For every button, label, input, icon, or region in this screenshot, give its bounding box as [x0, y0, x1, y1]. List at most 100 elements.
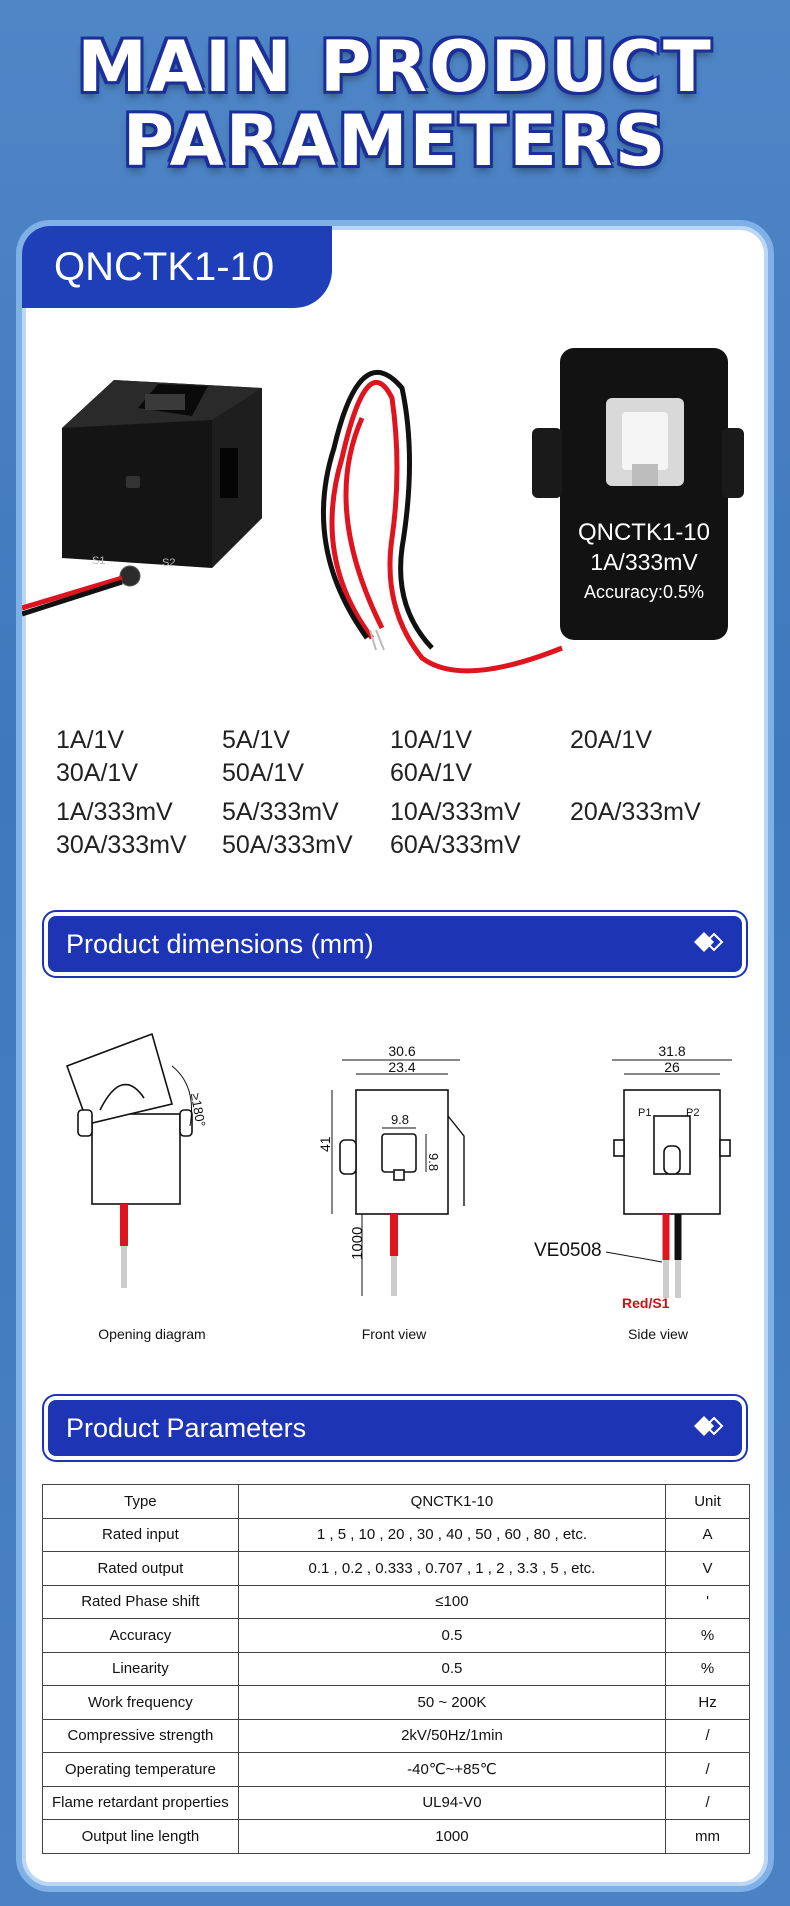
terminal-s1-label: S1	[92, 555, 105, 567]
ratings-row: 30A/1V 50A/1V 60A/1V	[56, 759, 756, 792]
ratings-row: 30A/333mV 50A/333mV 60A/333mV	[56, 831, 756, 864]
param-name-cell: Compressive strength	[42, 1718, 239, 1753]
param-value-cell: -40℃~+85℃	[237, 1752, 667, 1787]
param-value-cell: ≤100	[237, 1584, 667, 1619]
rating-item: 60A/333mV	[390, 831, 521, 859]
product-photo: S1 S2 QNCTK1-10 1A/333mV Accuracy:0.5%	[22, 348, 744, 674]
param-name-cell: Work frequency	[42, 1685, 239, 1720]
hero-title: MAIN PRODUCT PARAMETERS	[0, 30, 790, 178]
diamond-icon	[694, 1416, 724, 1436]
param-name-cell: Flame retardant properties	[42, 1785, 239, 1820]
rating-item: 20A/333mV	[570, 798, 701, 826]
param-value-cell: UL94-V0	[237, 1785, 667, 1820]
front-width-inner-label: 23.4	[388, 1059, 415, 1075]
rating-item: 10A/1V	[390, 726, 473, 754]
param-unit-cell: A	[665, 1517, 750, 1552]
param-unit-cell: '	[665, 1584, 750, 1619]
rating-item: 60A/1V	[390, 759, 473, 787]
model-tab: QNCTK1-10	[22, 226, 332, 308]
param-unit-cell: Hz	[665, 1685, 750, 1720]
front-height-label: 41	[317, 1136, 333, 1152]
params-section-header: Product Parameters	[44, 1396, 746, 1460]
hero-title-line1: MAIN PRODUCT	[77, 26, 713, 108]
table-row: Rated Phase shift≤100'	[42, 1584, 750, 1619]
param-value-cell: 2kV/50Hz/1min	[237, 1718, 667, 1753]
terminal-s2-label: S2	[162, 557, 175, 569]
label-model-text: QNCTK1-10	[578, 519, 710, 546]
front-view-diagram: 30.6 23.4 9.8 9.8 41 1000	[317, 1043, 465, 1296]
param-value-cell: 0.1 , 0.2 , 0.333 , 0.707 , 1 , 2 , 3.3 …	[237, 1551, 667, 1586]
param-name-cell: Rated output	[42, 1551, 239, 1586]
front-window-width-label: 9.8	[391, 1112, 409, 1127]
param-unit-cell: mm	[665, 1819, 750, 1854]
param-name-cell: Type	[42, 1484, 239, 1519]
param-unit-cell: /	[665, 1718, 750, 1753]
param-unit-cell: %	[665, 1618, 750, 1653]
front-view-caption: Front view	[361, 1326, 427, 1342]
param-name-cell: Rated Phase shift	[42, 1584, 239, 1619]
param-name-cell: Accuracy	[42, 1618, 239, 1653]
front-window-height-label: 9.8	[426, 1153, 441, 1171]
param-unit-cell: Unit	[665, 1484, 750, 1519]
rating-item: 30A/333mV	[56, 831, 187, 859]
rating-item: 5A/333mV	[222, 798, 339, 826]
rating-item: 30A/1V	[56, 759, 139, 787]
ratings-row: 1A/1V 5A/1V 10A/1V 20A/1V	[56, 726, 756, 759]
rating-item: 50A/1V	[222, 759, 305, 787]
rating-item: 10A/333mV	[390, 798, 521, 826]
hero-title-line2: PARAMETERS	[122, 100, 668, 182]
side-cable-label: VE0508	[534, 1240, 602, 1261]
side-wire-label: Red/S1	[622, 1295, 670, 1311]
param-unit-cell: /	[665, 1785, 750, 1820]
table-row: Operating temperature-40℃~+85℃/	[42, 1752, 750, 1787]
side-p2-label: P2	[686, 1107, 699, 1119]
dimensions-section-title: Product dimensions (mm)	[66, 929, 374, 959]
params-section-title: Product Parameters	[66, 1413, 307, 1443]
label-rating-text: 1A/333mV	[590, 549, 698, 575]
side-p1-label: P1	[638, 1107, 651, 1119]
side-view-diagram: P1 P2 31.8 26 VE0508 Red/S1	[534, 1043, 732, 1311]
lead-wires-image	[320, 369, 563, 674]
param-value-cell: 1 , 5 , 10 , 20 , 30 , 40 , 50 , 60 , 80…	[237, 1517, 667, 1552]
side-view-caption: Side view	[628, 1326, 688, 1342]
rating-item: 5A/1V	[222, 726, 291, 754]
param-unit-cell: /	[665, 1752, 750, 1787]
dimensions-section-header: Product dimensions (mm)	[44, 912, 746, 976]
rating-item: 20A/1V	[570, 726, 653, 754]
product-card: QNCTK1-10 S1 S2	[16, 220, 774, 1892]
rating-item: 50A/333mV	[222, 831, 353, 859]
rating-item: 1A/1V	[56, 726, 125, 754]
param-unit-cell: V	[665, 1551, 750, 1586]
rating-item: 1A/333mV	[56, 798, 173, 826]
param-name-cell: Output line length	[42, 1819, 239, 1854]
front-width-outer-label: 30.6	[388, 1043, 415, 1059]
param-value-cell: 0.5	[237, 1651, 667, 1686]
param-name-cell: Rated input	[42, 1517, 239, 1552]
sensor-right-image: QNCTK1-10 1A/333mV Accuracy:0.5%	[532, 348, 744, 640]
front-lead-length-label: 1000	[349, 1227, 366, 1260]
param-value-cell: 1000	[237, 1819, 667, 1854]
param-value-cell: 50 ~ 200K	[237, 1685, 667, 1720]
param-value-cell: 0.5	[237, 1618, 667, 1653]
ratings-row: 1A/333mV 5A/333mV 10A/333mV 20A/333mV	[56, 798, 756, 831]
side-width-inner-label: 26	[664, 1059, 680, 1075]
opening-diagram: ≥180°	[65, 1032, 209, 1288]
dimension-diagrams: ≥180° 30.6 23.4 9.8 9.8 41	[65, 1032, 732, 1311]
ratings-list: 1A/1V 5A/1V 10A/1V 20A/1V 30A/1V 50A/1V …	[56, 726, 756, 864]
param-name-cell: Operating temperature	[42, 1752, 239, 1787]
diamond-icon	[694, 932, 724, 952]
param-value-cell: QNCTK1-10	[237, 1484, 667, 1519]
sensor-left-image: S1 S2	[22, 380, 262, 617]
param-unit-cell: %	[665, 1651, 750, 1686]
opening-angle-label: ≥180°	[188, 1092, 209, 1128]
